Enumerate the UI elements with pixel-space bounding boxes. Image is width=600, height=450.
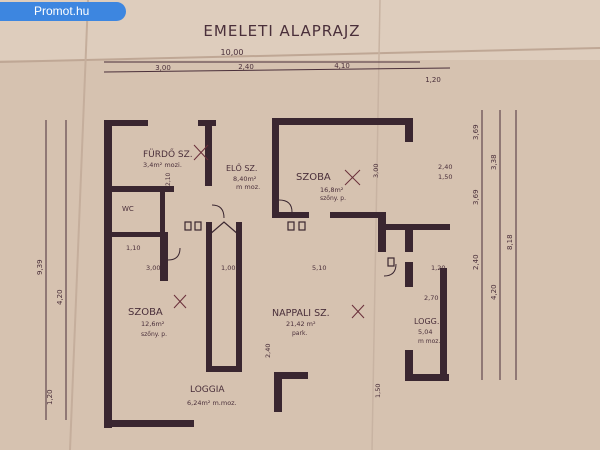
wall-bottom-left	[104, 420, 194, 427]
room-3-name: WC	[122, 205, 134, 213]
room-1-area: 8,40m²	[233, 175, 257, 183]
room-5-area: 21,42 m²	[286, 320, 316, 328]
column-markers	[184, 221, 395, 267]
wall-room-left-upper	[160, 235, 168, 281]
dim-right-5: 3,69	[472, 189, 480, 205]
room-6-area: 5,04	[418, 328, 432, 336]
room-7-name: LOGGIA	[190, 385, 225, 395]
plan-title: EMELETI ALAPRAJZ	[203, 22, 360, 40]
wall-corridor-right	[236, 222, 242, 372]
paper-fold-vertical-right	[371, 0, 381, 450]
wall-loggia-left	[274, 372, 282, 412]
wall-logg-outer	[440, 268, 447, 376]
walls	[104, 118, 450, 428]
dim-interior-10: 2,10	[165, 172, 172, 186]
door-swing	[211, 204, 225, 219]
dim-right-3: 2,40	[472, 254, 480, 270]
dim-interior-11: 1,10	[126, 244, 140, 252]
room-4-area: 12,6m²	[141, 320, 165, 328]
room-6-name: LOGG.	[414, 317, 439, 326]
room-2-note: szőny. p.	[320, 195, 346, 202]
wall-szoba-left	[272, 118, 279, 218]
dim-right-4: 4,20	[490, 284, 498, 300]
dim-interior-0: 2,40	[438, 163, 452, 171]
door-swings	[167, 199, 397, 277]
dim-right-1: 3,38	[490, 154, 498, 170]
paper-fold-horizontal	[0, 47, 600, 63]
dim-interior-5: 3,00	[146, 264, 160, 272]
wall-szoba-bottom-left	[279, 212, 309, 218]
wall-logg-bottom	[405, 374, 449, 381]
room-0-name: FÜRDŐ SZ.	[143, 149, 193, 160]
paper-fold-vertical-left	[69, 0, 89, 450]
dim-top-1: 2,40	[238, 63, 254, 71]
wall-bath-bottom	[104, 186, 174, 192]
dim-right-2: 8,18	[506, 234, 514, 250]
dim-interior-4: 1,20	[431, 264, 445, 272]
wall-logg-left-bottom	[405, 350, 413, 380]
dim-interior-6: 2,70	[424, 294, 438, 302]
wall-szoba-right-top	[405, 118, 413, 142]
wall-loggia-top	[274, 372, 308, 379]
door-swing	[167, 247, 181, 261]
dim-top-0: 3,00	[155, 64, 171, 72]
door-swing	[278, 199, 293, 213]
dim-interior-2: 3,00	[372, 164, 380, 178]
column-marker	[184, 221, 192, 231]
wall-pillar-right	[378, 212, 386, 252]
dim-interior-9: 1,00	[221, 264, 235, 272]
room-5-note: park.	[292, 330, 307, 337]
wall-outer-left	[104, 120, 112, 428]
cross-mark	[193, 144, 209, 161]
cross-mark	[344, 169, 361, 186]
room-2-area: 16,8m²	[320, 186, 344, 194]
top-segment-line	[103, 67, 451, 73]
room-1-name: ELŐ SZ.	[226, 163, 257, 173]
dim-left-1: 4,20	[56, 289, 64, 305]
column-marker	[194, 221, 202, 231]
room-2-name: SZOBA	[296, 172, 331, 183]
room-7-area: 6,24m² m.moz.	[187, 399, 237, 407]
column-marker	[287, 221, 295, 231]
wall-wc-bottom	[104, 232, 168, 237]
column-marker	[298, 221, 306, 231]
dim-interior-1: 1,50	[438, 173, 452, 181]
stair-arrow	[208, 221, 240, 236]
room-1-note: m moz.	[236, 183, 260, 191]
dim-left-2: 1,20	[46, 389, 54, 405]
dim-top-2: 4,10	[334, 62, 350, 70]
dim-top-3: 1,20	[425, 76, 441, 84]
room-4-note: szőny. p.	[141, 331, 167, 338]
dim-interior-3: 5,10	[312, 264, 326, 272]
room-0-area: 3,4m² mozi.	[143, 161, 182, 169]
dim-overall-width: 10,00	[221, 48, 244, 57]
wall-top-right	[272, 118, 412, 125]
door-swing	[383, 263, 397, 277]
wall-bath-right	[205, 120, 212, 186]
dim-interior-7: 2,40	[264, 344, 272, 358]
watermark-badge: Promot.hu	[0, 2, 126, 21]
dim-left-0: 9,39	[36, 259, 44, 275]
wall-wc-right	[160, 192, 165, 232]
room-cross-marks	[173, 144, 365, 319]
cross-mark	[173, 294, 187, 309]
room-4-name: SZOBA	[128, 307, 163, 318]
wall-szoba-bottom-right	[330, 212, 382, 218]
room-5-name: NAPPALI SZ.	[272, 308, 330, 319]
wall-logg-left-top	[405, 262, 413, 287]
wall-right-projection	[380, 224, 450, 230]
wall-corridor-bottom	[206, 366, 242, 372]
cross-mark	[351, 304, 365, 319]
wall-corridor-left	[206, 222, 212, 372]
dim-interior-8: 1,50	[374, 384, 382, 398]
room-6-note: m moz.	[418, 338, 440, 345]
wall-right-stub	[405, 228, 413, 252]
wall-top-left	[104, 120, 148, 126]
dim-right-0: 3,69	[472, 124, 480, 140]
column-marker	[387, 257, 395, 267]
